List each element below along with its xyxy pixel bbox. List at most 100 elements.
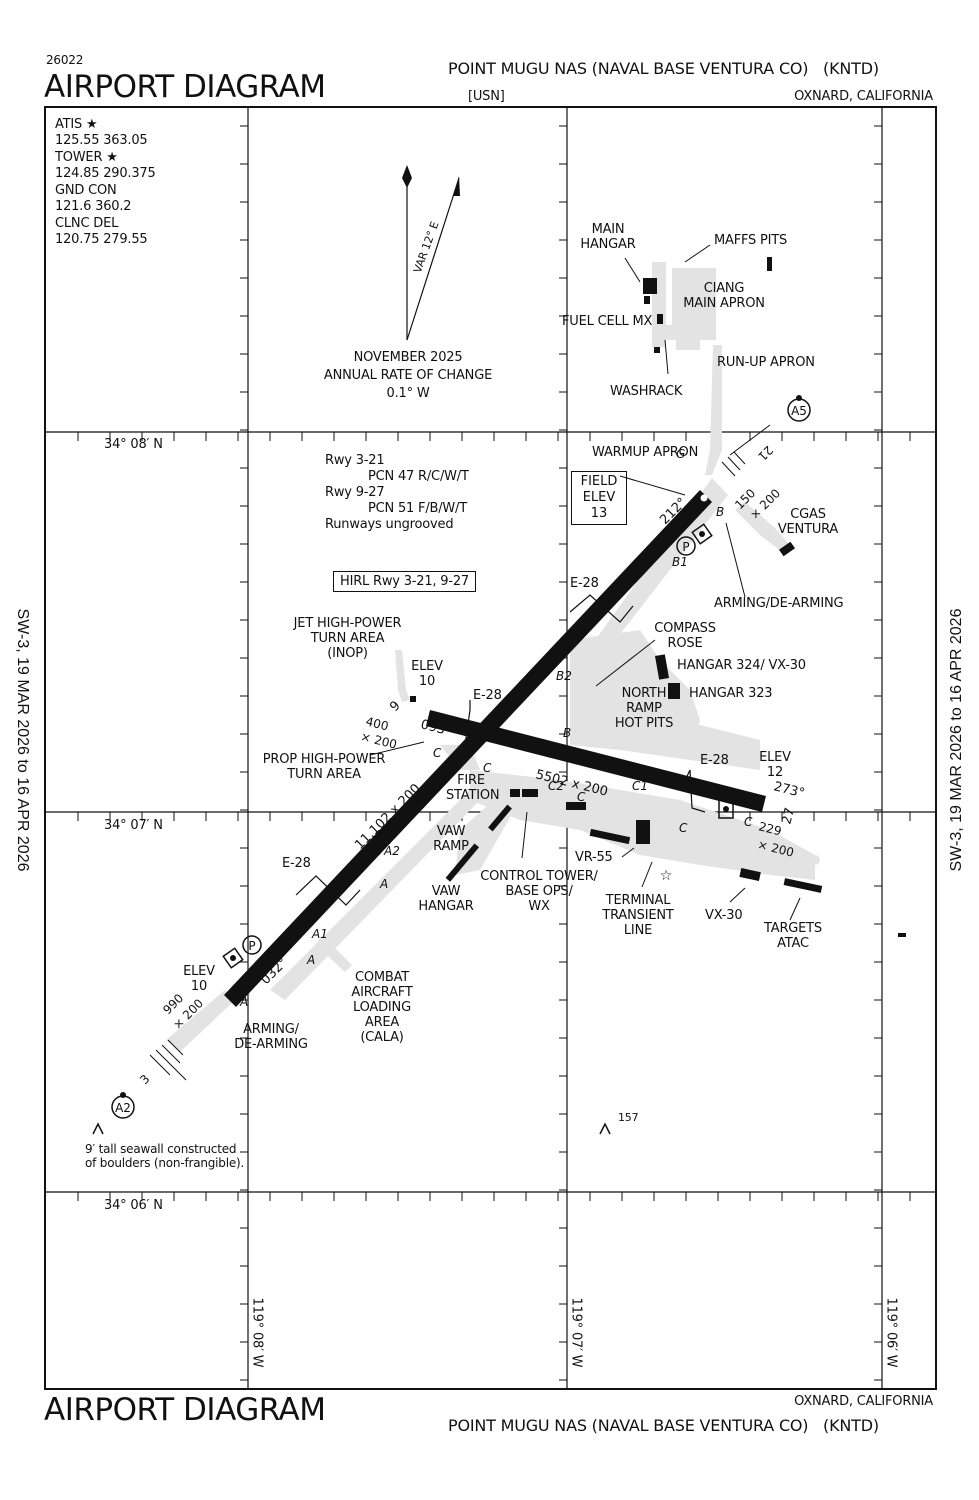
- rwy-9-end: 9: [387, 698, 403, 714]
- label-north-ramp: NORTH RAMP HOT PITS: [614, 686, 674, 731]
- north-ramp: [570, 630, 700, 760]
- arresting-gear-e28-sw: E-28: [282, 856, 311, 871]
- taxiway-g: G: [676, 447, 685, 461]
- vaw-hangar: [445, 843, 480, 882]
- freq-gnd-values: 121.6 360.2: [55, 199, 132, 214]
- taxiway-b: [588, 478, 728, 660]
- overrun-27-size: 229: [757, 819, 783, 838]
- freq-atis-values: 125.55 363.05: [55, 133, 148, 148]
- label-prop-hp: PROP HIGH-POWER TURN AREA: [262, 752, 386, 782]
- footer-airport: POINT MUGU NAS (NAVAL BASE VENTURA CO) (…: [448, 1417, 879, 1435]
- true-north-icon: [402, 165, 412, 188]
- lat-label-34-08: 34° 08′ N: [104, 437, 163, 452]
- hangar-324: [654, 654, 670, 680]
- rwy-info-1: Rwy 3-21: [325, 453, 385, 468]
- washrack-building: [654, 347, 660, 353]
- chart-id: 26022: [46, 53, 84, 67]
- freq-tower-label: TOWER ★: [55, 150, 118, 165]
- approach-lights: [149, 424, 771, 1081]
- footer-location: OXNARD, CALIFORNIA: [794, 1394, 933, 1409]
- remote-structure: [898, 933, 906, 937]
- arresting-gear-e28-e: E-28: [700, 753, 729, 768]
- taxiway-a-mid: A: [379, 877, 388, 891]
- control-tower-bldg: [522, 789, 538, 797]
- rwy-27-heading: 273°: [772, 779, 806, 801]
- taxiway-c-end: C: [744, 815, 753, 829]
- lat-label-34-06: 34° 06′ N: [104, 1198, 163, 1213]
- label-maffs-pits: MAFFS PITS: [714, 233, 788, 248]
- airport-id: (KNTD): [823, 59, 879, 78]
- arresting-gear-lines: [295, 594, 706, 906]
- rwy-27-end: 27: [779, 806, 798, 826]
- label-vaw-hangar: VAW HANGAR: [418, 884, 474, 914]
- label-compass-rose: COMPASS ROSE: [654, 621, 716, 651]
- footer-title: AIRPORT DIAGRAM: [44, 1392, 326, 1428]
- taxiway-c2: C2: [548, 779, 564, 793]
- taxiway-c-mid: C: [577, 790, 586, 804]
- elev-rwy-9-label: ELEV: [411, 659, 443, 674]
- lon-label-119-08: 119° 08′ W: [249, 1297, 265, 1368]
- taxiway-c-east: C: [679, 821, 688, 835]
- taxiway-a1: A1: [311, 927, 328, 941]
- map-frame: [44, 106, 937, 1390]
- label-fuel-cell: FUEL CELL MX: [562, 314, 653, 329]
- buildings: [410, 257, 906, 937]
- rwy-21-end: 21: [755, 443, 776, 464]
- footer-airport-name: POINT MUGU NAS (NAVAL BASE VENTURA CO): [448, 1416, 809, 1435]
- page-title: AIRPORT DIAGRAM: [44, 69, 326, 105]
- label-arming-sw: ARMING/ DE-ARMING: [234, 1022, 308, 1052]
- taxiway-a2: A2: [383, 844, 400, 858]
- beacon-sw: [222, 947, 244, 969]
- cgas-hangar: [778, 541, 796, 557]
- north-arrow: [402, 165, 460, 341]
- apron-pad: [810, 855, 820, 865]
- taxiway-b2: B2: [556, 669, 572, 683]
- elev-rwy-27-label: ELEV: [759, 750, 791, 765]
- parking-p-label: P: [248, 939, 255, 953]
- rwy-info-4: PCN 51 F/B/W/T: [368, 501, 467, 516]
- beacon-ne: [691, 523, 713, 545]
- taxiway-b-ramp: B: [563, 726, 571, 740]
- label-control-tower: CONTROL TOWER/ BASE OPS/ WX: [480, 869, 598, 914]
- field-elev-line1: FIELD: [580, 474, 618, 489]
- fuel-cell-building: [657, 314, 663, 324]
- label-washrack: WASHRACK: [610, 384, 683, 399]
- operator: [USN]: [468, 89, 505, 104]
- label-arming-ne: ARMING/DE-ARMING: [714, 596, 844, 611]
- taxiway-b1: B1: [672, 555, 688, 569]
- grid-ticks: [77, 125, 911, 1381]
- label-hangar-324: HANGAR 324/ VX-30: [677, 658, 806, 673]
- maffs-pits-building: [767, 257, 772, 271]
- elev-marker-building: [410, 696, 416, 702]
- main-hangar: [643, 278, 657, 294]
- field-elev-line2: ELEV: [582, 490, 616, 505]
- label-terminal-transient: TERMINAL TRANSIENT LINE: [602, 893, 674, 938]
- label-fire-station: FIRE STATION: [446, 773, 500, 803]
- rwy-info-3: Rwy 9-27: [325, 485, 385, 500]
- label-main-hangar: MAIN HANGAR: [580, 222, 636, 252]
- taxiway-north: [705, 345, 722, 475]
- cala: [316, 935, 352, 972]
- rwy-3-end: 3: [137, 1072, 152, 1087]
- runway-9-27: [426, 710, 766, 812]
- mag-rate: 0.1° W: [386, 386, 430, 401]
- label-jet-hp: JET HIGH-POWER TURN AREA (INOP): [293, 616, 402, 661]
- parking-p-label: P: [682, 540, 689, 554]
- a5-label: A5: [791, 404, 807, 418]
- airport-name: POINT MUGU NAS (NAVAL BASE VENTURA CO) (…: [448, 60, 879, 78]
- vr55-hangar: [636, 820, 650, 844]
- parking-p-ne: [676, 536, 696, 556]
- location: OXNARD, CALIFORNIA: [794, 89, 933, 104]
- runway-3-21: [224, 490, 712, 1007]
- elev-rwy-3-value: 10: [190, 979, 208, 994]
- label-runup-apron: RUN-UP APRON: [717, 355, 815, 370]
- terminal-star-icon: ☆: [660, 868, 673, 884]
- airport-name-text: POINT MUGU NAS (NAVAL BASE VENTURA CO): [448, 59, 809, 78]
- taxiway-a-south: A: [306, 953, 315, 967]
- mag-epoch: NOVEMBER 2025: [353, 350, 463, 365]
- cgas-connector: [735, 502, 790, 552]
- rwy-info-2: PCN 47 R/C/W/T: [368, 469, 469, 484]
- lon-label-119-07: 119° 07′ W: [568, 1297, 584, 1368]
- label-cala: COMBAT AIRCRAFT LOADING AREA (CALA): [351, 970, 413, 1045]
